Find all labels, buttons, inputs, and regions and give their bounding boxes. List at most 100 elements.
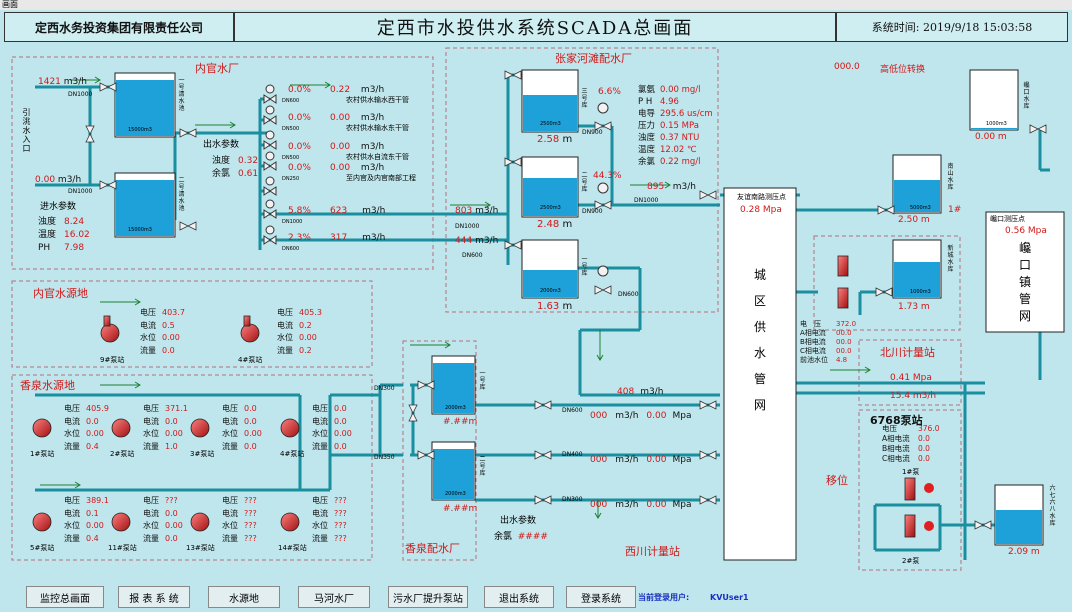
system-time-label: 系统时间: [871, 21, 920, 34]
pump-param-key: 流量 [277, 345, 293, 355]
window-menu[interactable]: 画面 [0, 0, 1072, 10]
pump-param-value: 0.0 [165, 416, 178, 426]
pump-param-value: ??? [165, 496, 178, 505]
line-dn: DN250 [282, 176, 300, 182]
xc-param-value: 00.0 [836, 329, 852, 337]
pump-station-name[interactable]: 3#泵站 [190, 450, 215, 458]
city-network-label: 城区供水管网 [753, 268, 766, 412]
in-param-value: 8.24 [64, 217, 85, 227]
section-6768: 6768泵站 [870, 414, 923, 427]
pump-param-key: 水位 [312, 521, 328, 530]
xq-tank2-label: 二号库 [479, 456, 486, 477]
monitor-overview-button[interactable]: 监控总画面 [26, 586, 104, 608]
pump-station-name[interactable]: 2#泵站 [110, 450, 135, 458]
main-flow2: 444 m3/h [455, 236, 498, 246]
xichuan-flow-value: 408 [617, 387, 635, 397]
zj-tank1-level: 1.63 m [537, 301, 572, 312]
intake-label: 引洮水入口 [22, 108, 31, 153]
mahe-plant-button[interactable]: 马河水厂 [298, 586, 370, 608]
line-flow-value: 317 [330, 233, 348, 243]
shift-label[interactable]: 移位 [826, 474, 848, 487]
zj-valve2-pct: 44.3% [593, 171, 622, 181]
zj-tank1-level-unit: m [562, 301, 573, 312]
pump-param-value: 0.2 [299, 345, 312, 355]
pump-param-key: 电流 [140, 320, 156, 330]
xc-param-value: 4.8 [836, 356, 848, 364]
pump-param-key: 电流 [143, 508, 159, 518]
pump-param-value: ??? [244, 496, 257, 505]
pump-station-name[interactable]: 13#泵站 [186, 544, 215, 552]
zj-param-value: 0.00 mg/l [660, 85, 701, 95]
line-dn: DN500 [282, 155, 300, 161]
pump-param-value: 0.00 [165, 429, 183, 438]
zj-valve1-pct: 6.6% [598, 87, 621, 97]
zj-param-key: 氯氨 [638, 85, 656, 95]
zj-dn900-a: DN900 [582, 129, 603, 136]
page-title: 定西市水投供水系统SCADA总画面 [234, 12, 836, 42]
switch-label[interactable]: 高低位转换 [880, 65, 926, 75]
out-params-title: 出水参数 [203, 140, 240, 150]
line-flow: 0.00 m3/h [330, 142, 384, 152]
out-param-value: 0.32 [238, 156, 259, 166]
pump-station-name[interactable]: 5#泵站 [30, 544, 55, 552]
line-pct: 0.0% [288, 85, 311, 95]
zj-tank2-label: 二号库 [581, 172, 588, 193]
xichuan-row-flow: 000 [590, 411, 608, 421]
kuikou-point-value: 0.56 Mpa [1005, 226, 1047, 236]
pump-station-name[interactable]: 11#泵站 [108, 544, 137, 552]
zj-out-flow-unit: m3/h [672, 182, 697, 192]
xq-dn300: DN300 [374, 385, 395, 392]
xichuan-row-pressure-unit: Mpa [672, 411, 692, 421]
lqba-label: 六七六八水库 [1049, 485, 1056, 527]
pump-station-name[interactable]: 1#泵站 [30, 450, 55, 458]
pump-station-name[interactable]: 4#泵站 [280, 450, 305, 458]
s6768-param-value: 376.0 [918, 424, 940, 433]
pump-param-key: 电流 [277, 320, 293, 330]
pump-params: 电压???电流???水位???流量??? [222, 495, 257, 545]
in-param-key: 浊度 [38, 217, 57, 227]
pump-param-value: 405.3 [299, 308, 322, 317]
section-beichuan-meter: 北川计量站 [880, 346, 935, 359]
line-flow-unit: m3/h [360, 85, 385, 95]
pump-param-value: 0.0 [165, 533, 178, 543]
zj-param-key: P H [638, 97, 653, 107]
pump-station-name[interactable]: 4#泵站 [238, 356, 263, 364]
login-system-button[interactable]: 登录系统 [566, 586, 636, 608]
line-flow-unit: m3/h [362, 233, 386, 243]
xc-param-value: 372.0 [836, 320, 857, 328]
frame-6768 [858, 409, 962, 571]
pump-station-name[interactable]: 9#泵站 [100, 356, 125, 364]
sewage-pump-button[interactable]: 污水厂提升泵站 [388, 586, 468, 608]
line-flow-value: 0.00 [330, 163, 351, 173]
section-xiangquan-plant: 香泉配水厂 [405, 542, 460, 555]
in-param-value: 16.02 [64, 230, 90, 240]
exit-system-button[interactable]: 退出系统 [484, 586, 554, 608]
pump-param-value: 0.00 [165, 521, 183, 530]
frame-beichuan [858, 339, 962, 406]
pump-param-key: 电压 [312, 404, 328, 413]
pump-station-name[interactable]: 14#泵站 [278, 544, 307, 552]
report-system-button[interactable]: 报 表 系 统 [118, 586, 190, 608]
zj-tank2-level: 2.48 m [537, 219, 572, 230]
pump-param-value: ??? [244, 508, 257, 518]
line-flow-unit: m3/h [360, 142, 385, 152]
water-source-button[interactable]: 水源地 [208, 586, 280, 608]
pump-param-row: 流量 0.2 [277, 345, 322, 358]
